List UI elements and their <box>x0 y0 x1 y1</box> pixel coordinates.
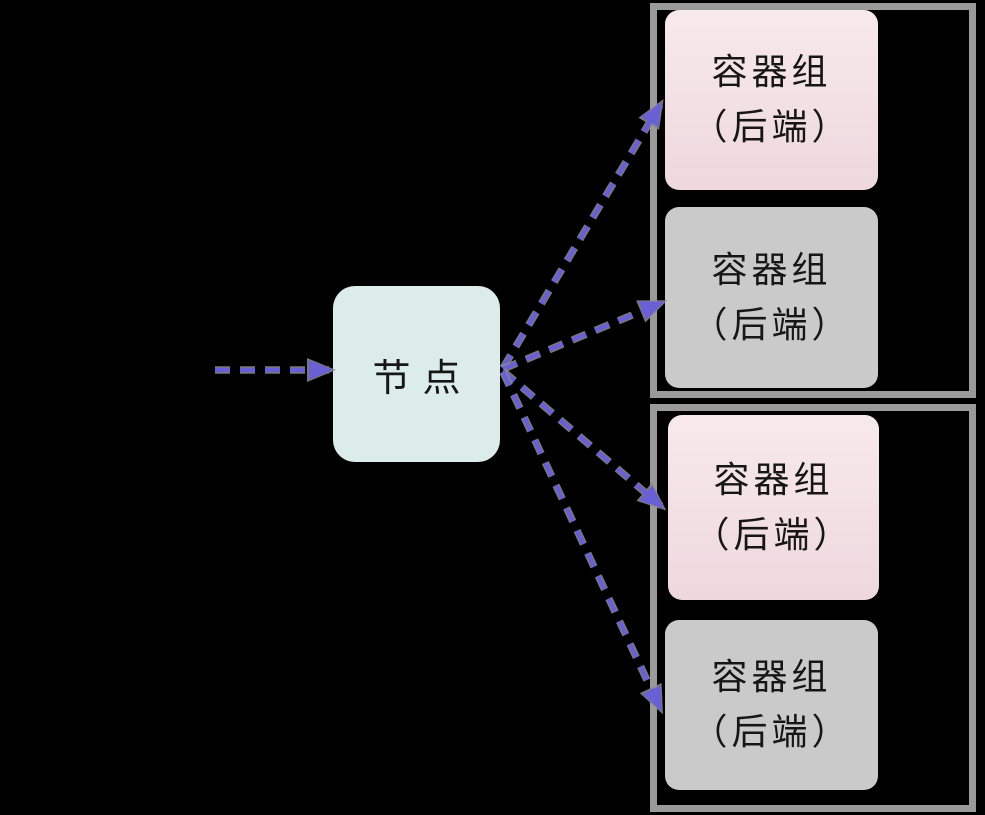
arrow-node-to-pod-2 <box>502 300 665 372</box>
arrow-node-to-pod-1-halo <box>499 98 664 370</box>
pod-label: 容器组 <box>711 52 832 92</box>
pod-box-3: 容器组 （后端） <box>668 415 879 600</box>
pod-label: 容器组 <box>711 249 832 290</box>
arrow-node-to-pod-3-halo <box>500 368 667 511</box>
pod-label: 容器组 <box>713 459 834 500</box>
arrow-node-to-pod-4 <box>500 371 663 712</box>
pod-sublabel: （后端） <box>691 304 852 345</box>
arrow-node-to-pod-2-halo <box>501 299 668 373</box>
pod-label: 容器组 <box>711 657 832 697</box>
pod-box-1: 容器组 （后端） <box>665 10 878 190</box>
pod-box-4: 容器组 （后端） <box>665 620 878 790</box>
pod-sublabel: （后端） <box>693 514 854 555</box>
pod-sublabel: （后端） <box>691 107 852 147</box>
arrow-node-to-pod-3 <box>501 369 665 509</box>
pod-sublabel: （后端） <box>691 712 852 752</box>
node-label: 节点 <box>372 357 473 400</box>
pod-box-2: 容器组 （后端） <box>665 207 878 388</box>
node-box: 节点 <box>333 286 500 462</box>
arrow-node-to-pod-1 <box>501 101 663 370</box>
pod-group-2: 容器组 （后端） 容器组 （后端） <box>650 404 976 812</box>
pod-group-1: 容器组 （后端） 容器组 （后端） <box>650 3 976 398</box>
arrow-node-to-pod-4-halo <box>499 370 664 715</box>
